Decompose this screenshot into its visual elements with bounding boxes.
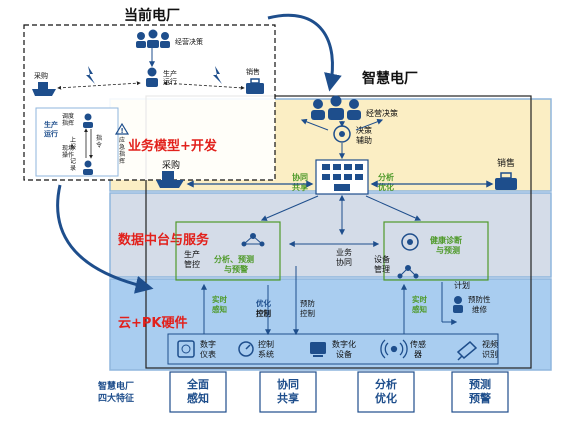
cloud-layer-title: 云+PK硬件 [118, 315, 188, 331]
record-label: 记录 [70, 158, 76, 172]
data-layer-title: 数据中台与服务 [118, 232, 210, 248]
warning-icon [114, 122, 130, 135]
feature-box-2 [357, 371, 415, 413]
realtime-sense-label-2: 实时感知 [412, 294, 427, 314]
meter-icon [177, 340, 195, 358]
equipment-mgmt-box [383, 221, 489, 281]
feature-label-1: 协同共享 [277, 377, 299, 405]
analysis-forecast-label: 分析、预测与预警 [214, 254, 254, 274]
ship-icon-smart [156, 171, 184, 188]
feature-label-2: 分析优化 [375, 377, 397, 405]
dispatcher-icon [83, 113, 93, 128]
current-decision-label: 经营决策 [175, 37, 203, 46]
network-icon [241, 233, 265, 247]
feature-box-1 [259, 371, 317, 413]
brain-diagnosis-icon [401, 233, 419, 251]
dispatch-label: 调度指挥 [62, 112, 74, 127]
smart-decision-label: 经营决策 [366, 108, 398, 118]
operator-icon [146, 67, 158, 87]
hub-grid-icon [322, 164, 363, 191]
sensor-icon [380, 339, 408, 359]
people-icon [136, 29, 170, 48]
camera-icon [456, 340, 478, 361]
device-label-3: 传感器 [410, 339, 426, 359]
smart-plant-frame [145, 95, 532, 369]
current-plant-section: 当前电厂 经营决策 生产运行 采购 销售 生产运行 调度指挥 [23, 7, 276, 181]
digital-device-icon [310, 342, 326, 357]
production-control-label: 生产管控 [184, 249, 200, 269]
data-layer-band [109, 192, 552, 278]
feature-box-0 [169, 371, 227, 413]
health-diag-label: 健康诊断与预测 [430, 235, 462, 255]
worker-icon [83, 160, 93, 175]
emergency-label: 应急指挥 [119, 136, 125, 165]
order-label: 指令 [96, 134, 102, 149]
device-label-4: 视频识别 [482, 339, 498, 359]
business-layer-title: 业务模型+开发 [128, 138, 218, 154]
lightning-icon-2 [213, 66, 222, 84]
ship-icon [32, 82, 56, 96]
realtime-sense-label: 实时感知 [212, 294, 227, 314]
data-layer: 数据中台与服务 生产管控 分析、预测与预警 业务协同 设备管理 健康诊断与预测 [118, 194, 489, 281]
opt-control-label: 优化控制 [256, 298, 271, 318]
business-collab-label: 业务协同 [336, 247, 352, 267]
business-layer: 经营决策 决策辅助 业务模型+开发 采购 销售 协同共享 分析优化 [128, 95, 517, 195]
smart-sales-label: 销售 [497, 157, 515, 169]
network-icon-2 [397, 265, 419, 279]
four-features: 智慧电厂四大特征 全面感知 协同共享 分析优化 预测预警 [98, 371, 509, 413]
feature-box-3 [451, 371, 509, 413]
cloud-layer-band [109, 278, 552, 371]
smart-purchase-label: 采购 [162, 159, 180, 171]
report-label: 上报 [70, 136, 76, 151]
decision-people-icon [311, 95, 361, 120]
briefcase-icon [246, 78, 264, 94]
features-caption: 智慧电厂四大特征 [98, 380, 134, 404]
current-purchase-label: 采购 [34, 71, 48, 80]
device-label-1: 控制系统 [258, 339, 274, 359]
current-sales-label: 销售 [246, 67, 260, 76]
equipment-mgmt-label: 设备管理 [374, 254, 390, 274]
svg-text:!: ! [121, 127, 124, 135]
transform-arrow-top [267, 13, 342, 92]
preventive-maint-label: 预防性维修 [468, 294, 491, 314]
production-ops-side-label: 生产运行 [44, 120, 58, 138]
smart-plant-title: 智慧电厂 [361, 70, 418, 87]
plan-label: 计划 [454, 280, 470, 290]
briefcase-icon-smart [495, 172, 517, 190]
production-ops-panel [35, 107, 119, 177]
prevent-control-label: 预防控制 [300, 298, 315, 318]
lightning-icon [86, 66, 95, 84]
feature-label-0: 全面感知 [186, 377, 209, 405]
feature-label-3: 预测预警 [469, 377, 491, 405]
decision-support-label: 决策辅助 [356, 125, 372, 145]
transform-arrow-bottom [56, 184, 154, 294]
control-system-icon [238, 341, 254, 357]
device-label-2: 数字化设备 [332, 339, 356, 359]
current-plant-title: 当前电厂 [124, 7, 180, 24]
device-label-0: 数字仪表 [200, 339, 216, 359]
device-row [167, 333, 499, 365]
production-control-box [175, 221, 281, 281]
maintenance-person-icon [453, 296, 463, 313]
on-site-ops-label: 现场操作 [62, 144, 74, 159]
cloud-layer: 云+PK硬件 实时感知 优化控制 预防控制 计划 实时感知 预防性维修 数字仪表… [118, 266, 499, 365]
